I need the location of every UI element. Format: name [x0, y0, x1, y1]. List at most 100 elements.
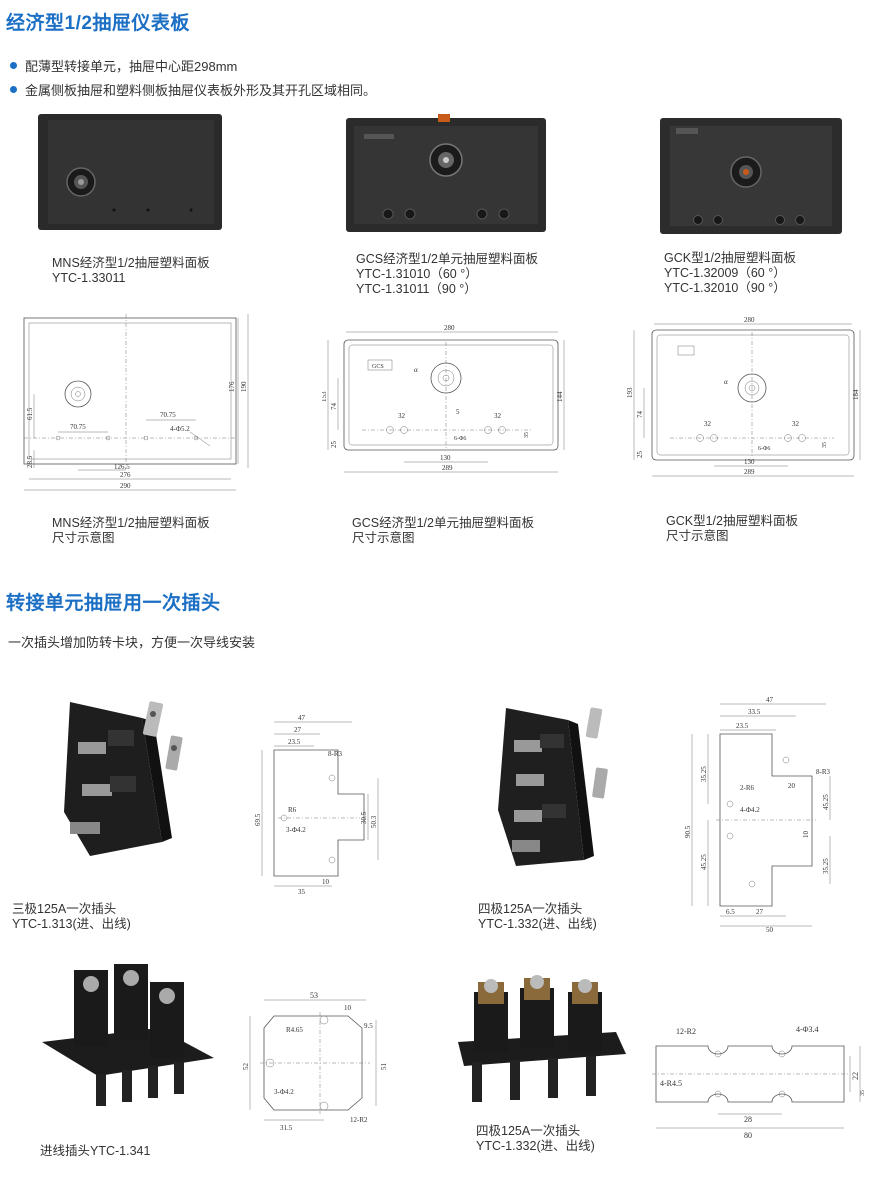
svg-text:276: 276	[120, 471, 131, 479]
gck-dimension-drawing: 280 α 32 32 6-Φ6 35 193 74 25 184 130 28…	[626, 316, 861, 477]
gcs-panel-photo	[346, 114, 546, 232]
svg-text:184: 184	[852, 389, 860, 400]
svg-text:20: 20	[788, 782, 796, 790]
svg-text:53: 53	[310, 991, 318, 1000]
svg-text:289: 289	[744, 468, 755, 476]
four-pole-plug-caption-2: 四极125A一次插头 YTC-1.332(进、出线)	[476, 1124, 595, 1153]
svg-text:144: 144	[556, 391, 564, 402]
svg-text:22: 22	[851, 1072, 860, 1080]
svg-text:90.5: 90.5	[684, 825, 692, 838]
svg-text:6-Φ6: 6-Φ6	[454, 436, 466, 442]
svg-text:69.5: 69.5	[254, 813, 262, 826]
four-pole-plug-caption: 四极125A一次插头 YTC-1.332(进、出线)	[478, 902, 597, 931]
svg-text:GCS: GCS	[372, 364, 384, 370]
svg-text:25: 25	[636, 451, 644, 459]
svg-text:61.5: 61.5	[26, 407, 34, 420]
svg-text:74: 74	[330, 403, 338, 411]
svg-text:35: 35	[860, 1090, 866, 1096]
svg-text:74: 74	[636, 411, 644, 419]
svg-text:50.3: 50.3	[370, 815, 378, 828]
strip-dimension-drawing: 12-R2 4-Φ3.4 4-R4.5 28 80 22 35	[652, 1025, 866, 1140]
svg-text:23.5: 23.5	[288, 738, 301, 746]
svg-text:12-R2: 12-R2	[676, 1027, 696, 1036]
mns-dim-caption: MNS经济型1/2抽屉塑料面板 尺寸示意图	[52, 516, 210, 545]
svg-text:32: 32	[494, 412, 502, 420]
svg-text:126.5: 126.5	[114, 463, 130, 471]
svg-text:70.75: 70.75	[160, 411, 176, 419]
mns-panel-photo	[38, 114, 222, 230]
svg-text:52: 52	[242, 1063, 250, 1071]
gcs-dim-caption: GCS经济型1/2单元抽屉塑料面板 尺寸示意图	[352, 516, 534, 545]
three-pole-plug-drawing: 47 27 23.5 8-R3 R6 3-Φ4.2 69.5 30.5 50.3…	[254, 714, 379, 896]
svg-text:4-R4.5: 4-R4.5	[660, 1079, 682, 1088]
svg-text:2-R6: 2-R6	[740, 784, 755, 792]
gck-panel-photo	[660, 118, 842, 234]
svg-text:45.25: 45.25	[700, 854, 708, 870]
svg-text:130: 130	[744, 458, 755, 466]
four-pole-plug-photo-2	[458, 975, 626, 1102]
svg-text:193: 193	[626, 387, 634, 398]
svg-text:47: 47	[298, 714, 306, 722]
three-pole-plug-photo	[64, 701, 183, 856]
bullet-dot-icon	[10, 62, 17, 69]
svg-text:28: 28	[744, 1115, 752, 1124]
section2-title: 转接单元抽屉用一次插头	[6, 593, 221, 614]
svg-text:32: 32	[792, 420, 800, 428]
svg-text:4-Φ5.2: 4-Φ5.2	[170, 425, 190, 433]
section2-intro: 一次插头增加防转卡块，方便一次导线安装	[8, 635, 256, 650]
svg-text:3-Φ4.2: 3-Φ4.2	[274, 1088, 294, 1096]
gck-dim-caption: GCK型1/2抽屉塑料面板 尺寸示意图	[666, 514, 798, 543]
mns-dimension-drawing: 176 190 61.5 28.5 70.75 70.75 4-Φ5.2 126…	[23, 314, 249, 491]
svg-text:35: 35	[298, 888, 306, 896]
svg-text:α: α	[414, 366, 418, 374]
svg-text:45.25: 45.25	[822, 794, 830, 810]
svg-text:30.5: 30.5	[360, 811, 368, 824]
mns-panel-caption: MNS经济型1/2抽屉塑料面板 YTC-1.33011	[52, 256, 210, 285]
svg-text:4-Φ4.2: 4-Φ4.2	[740, 806, 760, 814]
svg-text:70.75: 70.75	[70, 423, 86, 431]
svg-text:51: 51	[380, 1063, 388, 1071]
svg-text:27: 27	[294, 726, 302, 734]
svg-text:9.5: 9.5	[364, 1022, 373, 1030]
svg-text:35.25: 35.25	[700, 766, 708, 782]
three-pole-plug-caption: 三极125A一次插头 YTC-1.313(进、出线)	[12, 902, 131, 931]
gcs-dimension-drawing: 280 GCS α 32 32 5 6-Φ6 35 153 74 25 144 …	[322, 324, 565, 473]
svg-text:153: 153	[322, 391, 328, 402]
svg-text:α: α	[724, 378, 728, 386]
svg-text:33.5: 33.5	[748, 708, 761, 716]
svg-text:35: 35	[822, 442, 828, 448]
four-pole-plug-photo	[498, 707, 608, 866]
svg-text:28.5: 28.5	[26, 455, 34, 468]
svg-text:8-R3: 8-R3	[328, 750, 343, 758]
svg-text:27: 27	[756, 908, 764, 916]
bullet-1: 配薄型转接单元，抽屉中心距298mm	[10, 56, 237, 75]
svg-text:35.25: 35.25	[822, 858, 830, 874]
four-pole-plug-drawing: 47 33.5 23.5 2-R6 4-Φ4.2 8-R3 20 10 90.5…	[684, 696, 831, 934]
svg-text:280: 280	[744, 316, 755, 324]
svg-text:5: 5	[456, 408, 460, 416]
svg-text:32: 32	[704, 420, 712, 428]
svg-text:10: 10	[802, 831, 810, 839]
gcs-panel-caption: GCS经济型1/2单元抽屉塑料面板 YTC-1.31010（60 °） YTC-…	[356, 252, 538, 296]
svg-text:32: 32	[398, 412, 406, 420]
incoming-plug-caption: 进线插头YTC-1.341	[40, 1144, 151, 1158]
svg-text:280: 280	[444, 324, 455, 332]
section1-title: 经济型1/2抽屉仪表板	[6, 13, 190, 34]
svg-text:12-R2: 12-R2	[350, 1116, 368, 1124]
svg-text:50: 50	[766, 926, 774, 934]
svg-text:6.5: 6.5	[726, 908, 735, 916]
svg-text:R6: R6	[288, 806, 297, 814]
svg-text:10: 10	[344, 1004, 352, 1012]
gck-panel-caption: GCK型1/2抽屉塑料面板 YTC-1.32009（60 °） YTC-1.32…	[664, 251, 796, 295]
svg-text:10: 10	[322, 878, 330, 886]
bullet-2: 金属侧板抽屉和塑料侧板抽屉仪表板外形及其开孔区域相同。	[10, 80, 376, 99]
svg-text:80: 80	[744, 1131, 752, 1140]
svg-text:6-Φ6: 6-Φ6	[758, 446, 770, 452]
svg-text:176: 176	[228, 381, 236, 392]
svg-text:289: 289	[442, 464, 453, 472]
incoming-plug-photo	[42, 964, 214, 1106]
svg-text:3-Φ4.2: 3-Φ4.2	[286, 826, 306, 834]
svg-text:35: 35	[524, 432, 530, 438]
incoming-plug-drawing: 53 10 9.5 R4.65 3-Φ4.2 52 51 31.5 12-R2	[242, 991, 388, 1132]
svg-text:23.5: 23.5	[736, 722, 749, 730]
